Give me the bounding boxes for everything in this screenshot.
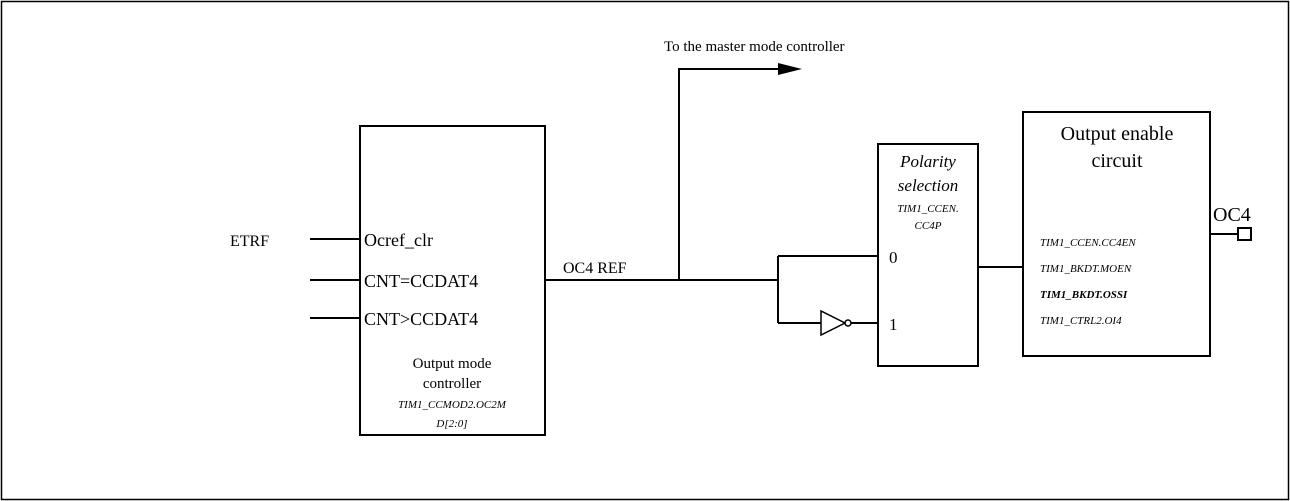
master-mode-label: To the master mode controller bbox=[664, 39, 845, 55]
enable-reg-oi4: TIM1_CTRL2.OI4 bbox=[1040, 315, 1122, 327]
polarity-reg-1: TIM1_CCEN. bbox=[897, 203, 958, 215]
oc4ref-label: OC4 REF bbox=[563, 260, 627, 277]
master-mode-arrowhead bbox=[778, 63, 802, 75]
output-mode-title-1: Output mode bbox=[413, 356, 492, 372]
polarity-input-1: 1 bbox=[889, 315, 898, 334]
enable-reg-cc4en: TIM1_CCEN.CC4EN bbox=[1040, 237, 1136, 249]
enable-reg-moen: TIM1_BKDT.MOEN bbox=[1040, 263, 1132, 275]
polarity-selection-block bbox=[877, 143, 979, 367]
polarity-reg-2: CC4P bbox=[915, 220, 942, 232]
output-enable-title-2: circuit bbox=[1091, 150, 1143, 172]
inverter-triangle bbox=[820, 309, 847, 337]
output-mode-title-2: controller bbox=[423, 376, 481, 392]
etrf-label: ETRF bbox=[230, 233, 269, 250]
polarity-input-0: 0 bbox=[889, 248, 898, 267]
cnt-eq-ccdat4-input-label: CNT=CCDAT4 bbox=[364, 271, 478, 291]
polarity-title-1: Polarity bbox=[899, 152, 956, 171]
oc4-label: OC4 bbox=[1213, 204, 1251, 226]
master-mode-branch bbox=[678, 68, 780, 280]
enable-reg-ossi: TIM1_BKDT.OSSI bbox=[1040, 289, 1128, 301]
output-mode-reg-2: D[2:0] bbox=[435, 418, 467, 430]
output-mode-reg-1: TIM1_CCMOD2.OC2M bbox=[398, 399, 507, 411]
ocref-clr-input-label: Ocref_clr bbox=[364, 230, 433, 250]
oc4-output-pin bbox=[1237, 227, 1252, 241]
polarity-title-2: selection bbox=[898, 176, 958, 195]
output-enable-title-1: Output enable bbox=[1061, 123, 1174, 145]
inverter-bubble bbox=[844, 319, 852, 327]
cnt-gt-ccdat4-input-label: CNT>CCDAT4 bbox=[364, 309, 478, 329]
